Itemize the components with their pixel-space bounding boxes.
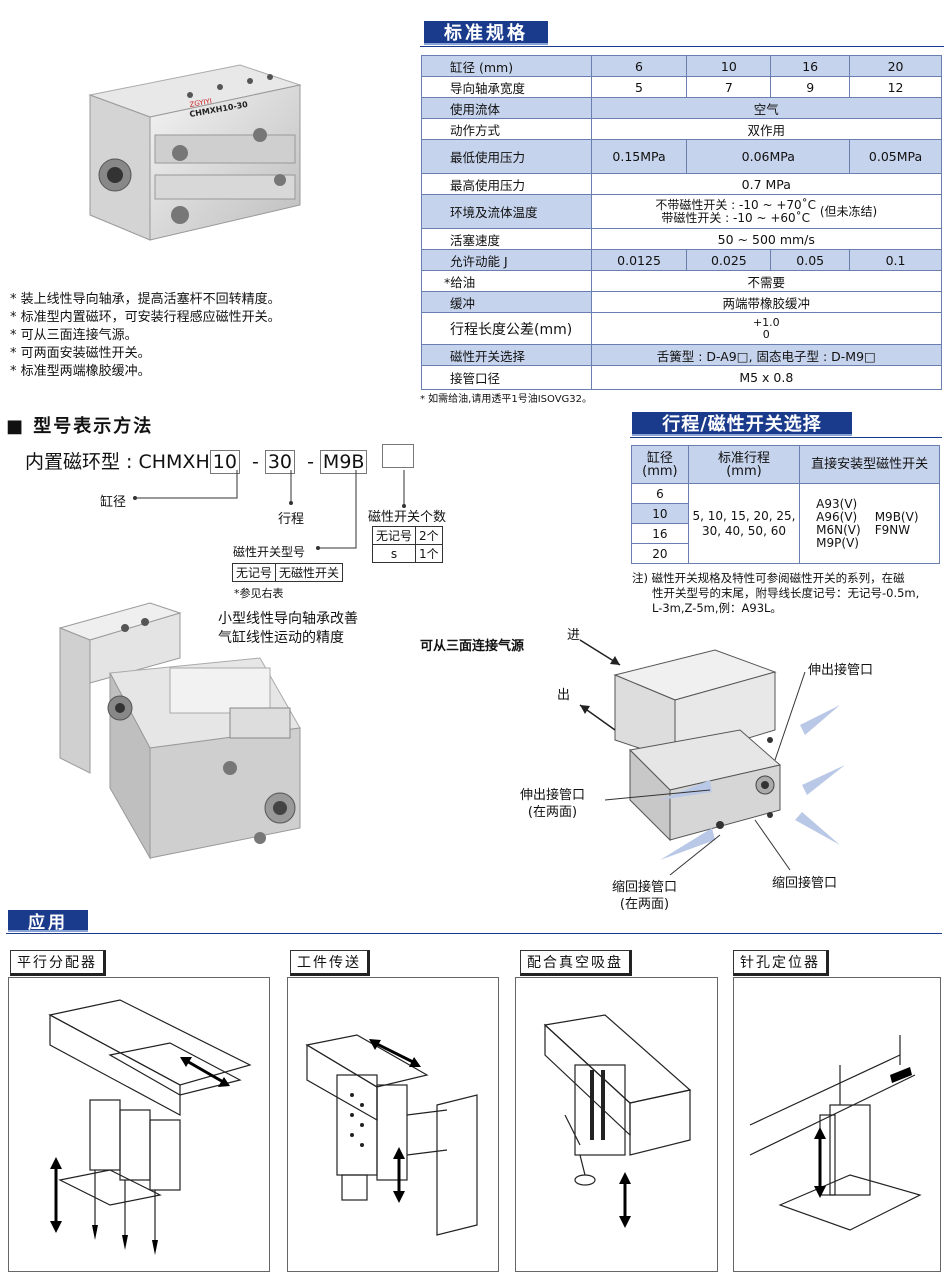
ports-title: 可从三面连接气源 [420,639,525,654]
table-row: *给油不需要 [421,270,943,292]
table-row: 缓冲两端带橡胶缓冲 [421,291,943,313]
see-right-note: *参见右表 [234,587,284,600]
app-label: 配合真空吸盘 [520,950,632,976]
app-drawing-transfer [305,1034,478,1236]
switch-type-table: 无记号无磁性开关 [231,563,344,582]
app-panel-transfer [287,977,499,1272]
model-count-box [381,444,414,468]
sel-note: 注) 磁性开关规格及特性可参阅磁性开关的系列，在磁 性开关型号的末尾，附导线长度… [632,571,920,615]
switch-type-label: 磁性开关型号 [233,545,306,559]
app-label: 平行分配器 [10,950,106,976]
app-drawing-vacuum [543,1014,692,1228]
feature-list: * 装上线性导向轴承，提高活塞杆不回转精度。 * 标准型内置磁环，可安装行程感应… [10,291,370,381]
spec-footnote: * 如需给油,请用透平1号油ISOVG32。 [420,394,593,405]
feature-item: * 可从三面连接气源。 [10,328,138,343]
feature-item: * 标准型内置磁环，可安装行程感应磁性开关。 [10,310,281,325]
feature-item: * 标准型两端橡胶缓冲。 [10,364,151,379]
app-label: 针孔定位器 [733,950,829,976]
table-row: 无记号无磁性开关 [231,563,344,582]
spec-title: 标准规格 [424,21,548,45]
ext-port-side-label: 伸出接管口(在两面) [520,788,586,820]
app-drawing-pin [749,1035,922,1231]
app-label: 工件传送 [290,950,370,976]
feature-item: * 装上线性导向轴承，提高活塞杆不回转精度。 [10,292,281,307]
ports-diagram [579,639,845,876]
product-photo: ZGYIYI CHMXH10-30 [88,64,302,241]
table-row: 使用流体空气 [421,97,943,119]
model-title: ■ 型号表示方法 [6,416,154,437]
bore-label: 缸径 [100,495,127,510]
table-row: 缸径 (mm) 标准行程 (mm) 直接安装型磁性开关 [631,445,940,484]
ret-port-bottom-label: 缩回接管口(在两面) [612,880,678,912]
brand-label: ZGYIYI [189,97,213,109]
model-leader-lines [133,470,406,550]
table-row: 16 [631,523,940,544]
ret-port-right-label: 缩回接管口 [772,876,838,891]
stroke-label: 行程 [278,512,305,527]
app-drawing-parallel [48,999,252,1255]
switch-count-label: 磁性开关个数 [368,510,447,525]
app-panel-pin [733,977,941,1272]
app-panel-vacuum [515,977,718,1272]
ext-port-top-label: 伸出接管口 [808,663,874,678]
feature-item: * 可两面安装磁性开关。 [10,346,151,361]
cylinder-illustration [58,602,301,860]
sel-title: 行程/磁性开关选择 [632,412,852,436]
port-in-label: 进 [567,628,581,643]
apps-title: 应用 [8,910,88,933]
port-out-label: 出 [557,688,571,703]
table-row: 20 [631,543,940,564]
table-row: 动作方式双作用 [421,118,943,140]
table-row: 磁性开关选择舌簧型 : D-A9□, 固态电子型 : D-M9□ [421,344,943,366]
table-row: 6 5, 10, 15, 20, 25,30, 40, 50, 60 A93(V… [631,483,940,564]
sel-table: 缸径 (mm) 标准行程 (mm) 直接安装型磁性开关 6 5, 10, 15,… [631,445,940,564]
caption: 小型线性导向轴承改善 气缸线性运动的精度 [218,611,358,646]
